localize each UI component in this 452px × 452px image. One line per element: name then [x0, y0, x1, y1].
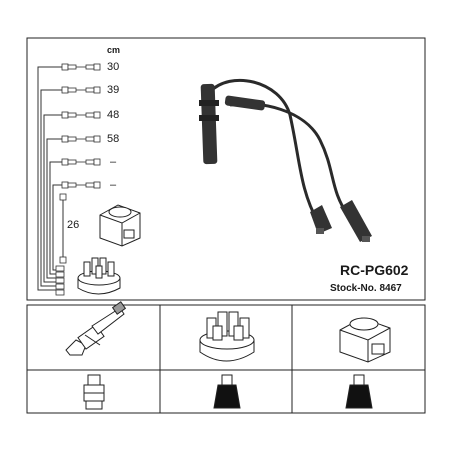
black-lead-illustration [199, 78, 372, 242]
product-code: RC-PG602 [340, 262, 409, 278]
distributor-cap-icon [199, 311, 255, 362]
plug-boot-icon-2 [213, 374, 241, 409]
plug-boot-icon-1 [83, 374, 105, 410]
lead-length-4: 58 [107, 133, 120, 145]
lead-schematic [37, 66, 64, 291]
lead-length-1: 30 [107, 61, 120, 73]
coil-small-icon [99, 204, 141, 247]
lead-length-2: 39 [107, 84, 120, 96]
stock-number: Stock-No. 8467 [330, 283, 402, 294]
coil-lead-length: 26 [67, 219, 80, 231]
lead-length-6: – [110, 179, 117, 191]
ignition-coil-icon [339, 317, 391, 363]
lead-length-5: – [110, 156, 117, 168]
plug-boot-icon-3 [345, 374, 373, 409]
distributor-connectors [55, 265, 65, 296]
top-frame [26, 37, 426, 301]
lead-connectors [59, 63, 101, 264]
unit-label: cm [107, 45, 121, 55]
bottom-frame [26, 304, 426, 414]
distributor-cap-small-icon [77, 257, 121, 295]
lead-length-3: 48 [107, 109, 120, 121]
spark-plug-icon [65, 301, 127, 356]
